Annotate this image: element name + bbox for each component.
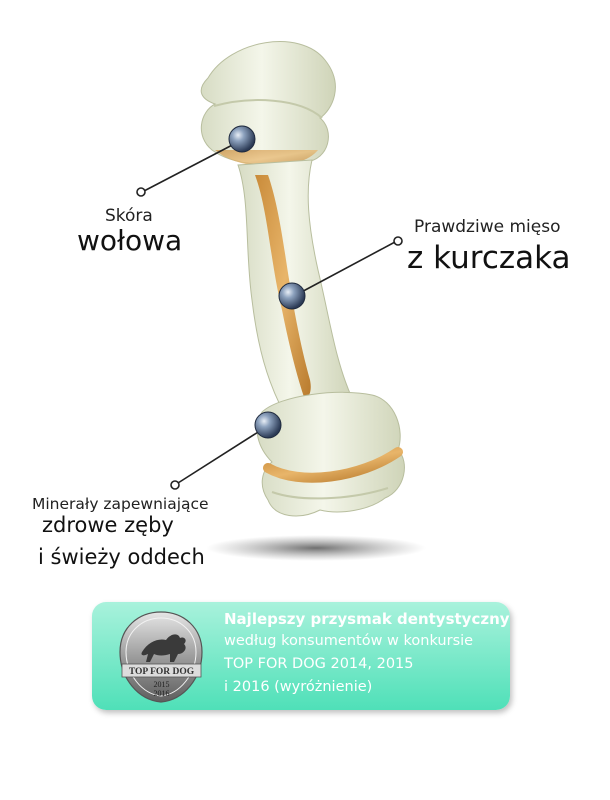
badge-line-2: TOP FOR DOG 2014, 2015 bbox=[224, 656, 414, 672]
top-for-dog-award-icon: TOP FOR DOG 2015 2016 bbox=[119, 611, 203, 703]
minerals-label-line2: zdrowe zęby bbox=[42, 513, 174, 537]
callout-meat bbox=[293, 236, 403, 297]
minerals-label-line1: Minerały zapewniające bbox=[32, 495, 209, 513]
meat-label-line2: z kurczaka bbox=[407, 240, 571, 276]
award-name: TOP FOR DOG bbox=[129, 667, 195, 677]
meat-label-line1: Prawdziwe mięso bbox=[414, 217, 561, 237]
skin-label-line2: wołowa bbox=[77, 224, 183, 257]
skin-label-line1: Skóra bbox=[105, 206, 153, 226]
minerals-label-line3: i świeży oddech bbox=[38, 545, 205, 569]
badge-line-1: według konsumentów w konkursie bbox=[224, 633, 474, 649]
bone-shadow bbox=[206, 535, 426, 561]
award-year2: 2016 bbox=[154, 689, 170, 698]
callout-skin bbox=[136, 140, 241, 197]
marker-ball-icon bbox=[278, 282, 306, 310]
marker-ball-icon bbox=[254, 411, 282, 439]
callout-minerals bbox=[170, 426, 267, 490]
badge-title: Najlepszy przysmak dentystyczny bbox=[224, 610, 510, 628]
award-year1: 2015 bbox=[154, 680, 170, 689]
marker-ball-icon bbox=[228, 125, 256, 153]
rawhide-bone-icon bbox=[200, 41, 405, 517]
badge-line-3: i 2016 (wyróżnienie) bbox=[224, 679, 373, 695]
